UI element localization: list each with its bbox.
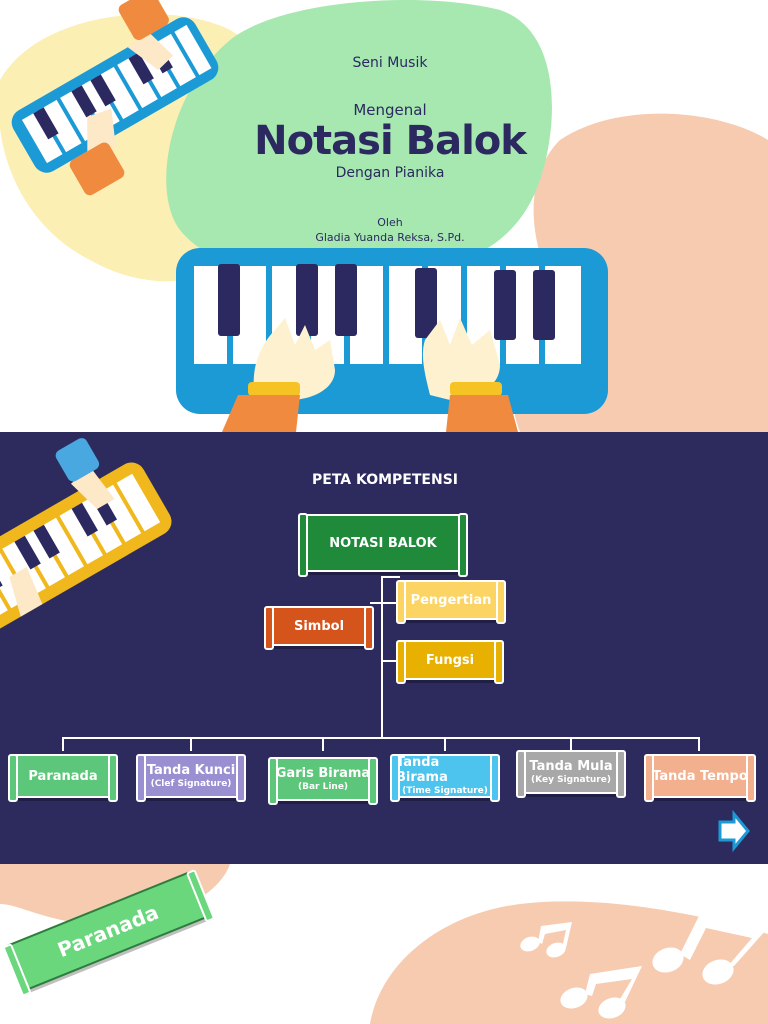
- node-tanda-mula-sub: (Key Signature): [531, 774, 611, 785]
- connector-top: [382, 576, 400, 578]
- drop-3: [322, 737, 324, 751]
- node-tanda-mula: Tanda Mula (Key Signature): [516, 750, 626, 798]
- paranada-slide: Paranada: [0, 864, 768, 1024]
- node-garis-birama-sub: (Bar Line): [297, 781, 349, 792]
- root-node: NOTASI BALOK: [298, 513, 468, 577]
- pre-title: Mengenal: [353, 101, 427, 119]
- title-slide-background: [0, 0, 768, 432]
- node-paranada: Paranada: [8, 754, 118, 802]
- subject-label: Seni Musik: [352, 55, 428, 71]
- node-garis-birama-label: Garis Birama: [275, 765, 371, 781]
- node-simbol: Simbol: [264, 606, 374, 650]
- node-pengertian-label: Pengertian: [410, 592, 492, 608]
- connector-trunk: [381, 576, 383, 738]
- page-title: Notasi Balok: [254, 118, 527, 164]
- author-name: Gladia Yuanda Reksa, S.Pd.: [315, 231, 465, 244]
- connector-right-2: [382, 660, 400, 662]
- node-simbol-label: Simbol: [293, 618, 345, 634]
- next-slide-button[interactable]: [716, 812, 752, 852]
- node-garis-birama: Garis Birama (Bar Line): [268, 757, 378, 805]
- node-tanda-mula-label: Tanda Mula: [529, 758, 613, 774]
- drop-1: [62, 737, 64, 751]
- connector-left: [370, 602, 382, 604]
- root-node-label: NOTASI BALOK: [329, 535, 437, 551]
- node-fungsi-label: Fungsi: [425, 652, 475, 668]
- node-fungsi: Fungsi: [396, 640, 504, 684]
- node-tanda-birama-label: Tanda Birama: [396, 755, 448, 785]
- title-slide: Seni Musik Mengenal Notasi Balok Dengan …: [0, 0, 768, 432]
- node-tanda-kunci: Tanda Kunci (Clef Signature): [136, 754, 246, 802]
- node-tanda-birama: Tanda Birama (Time Signature): [390, 754, 500, 802]
- yellow-pianika-illustration: [0, 438, 172, 632]
- green-blob: [166, 0, 552, 271]
- connector-bottom-bar: [62, 737, 700, 739]
- subtitle: Dengan Pianika: [335, 165, 445, 181]
- node-tanda-tempo-label: Tanda Tempo: [652, 768, 748, 784]
- node-pengertian: Pengertian: [396, 580, 506, 624]
- arrow-right-icon: [718, 809, 750, 853]
- node-tanda-kunci-sub: (Clef Signature): [150, 778, 232, 789]
- drop-6: [698, 737, 700, 751]
- node-tanda-kunci-label: Tanda Kunci: [146, 762, 236, 778]
- competency-slide-decor: [0, 438, 750, 853]
- node-tanda-birama-sub: (Time Signature): [402, 786, 488, 796]
- peach-blob-bottom-right: [370, 901, 768, 1024]
- drop-4: [444, 737, 446, 751]
- connector-right-1: [382, 602, 400, 604]
- drop-5: [570, 737, 572, 751]
- node-paranada-label: Paranada: [28, 768, 98, 784]
- drop-2: [190, 737, 192, 751]
- node-tanda-tempo: Tanda Tempo: [644, 754, 756, 802]
- small-pianika-illustration: [11, 0, 219, 196]
- main-pianika-illustration: [176, 248, 608, 432]
- competency-map-slide: PETA KOMPETENSI NOTASI BALOK Simbol Peng…: [0, 432, 768, 864]
- music-notes-icon: [520, 914, 766, 1019]
- by-label: Oleh: [377, 216, 403, 229]
- section-heading: PETA KOMPETENSI: [312, 472, 458, 488]
